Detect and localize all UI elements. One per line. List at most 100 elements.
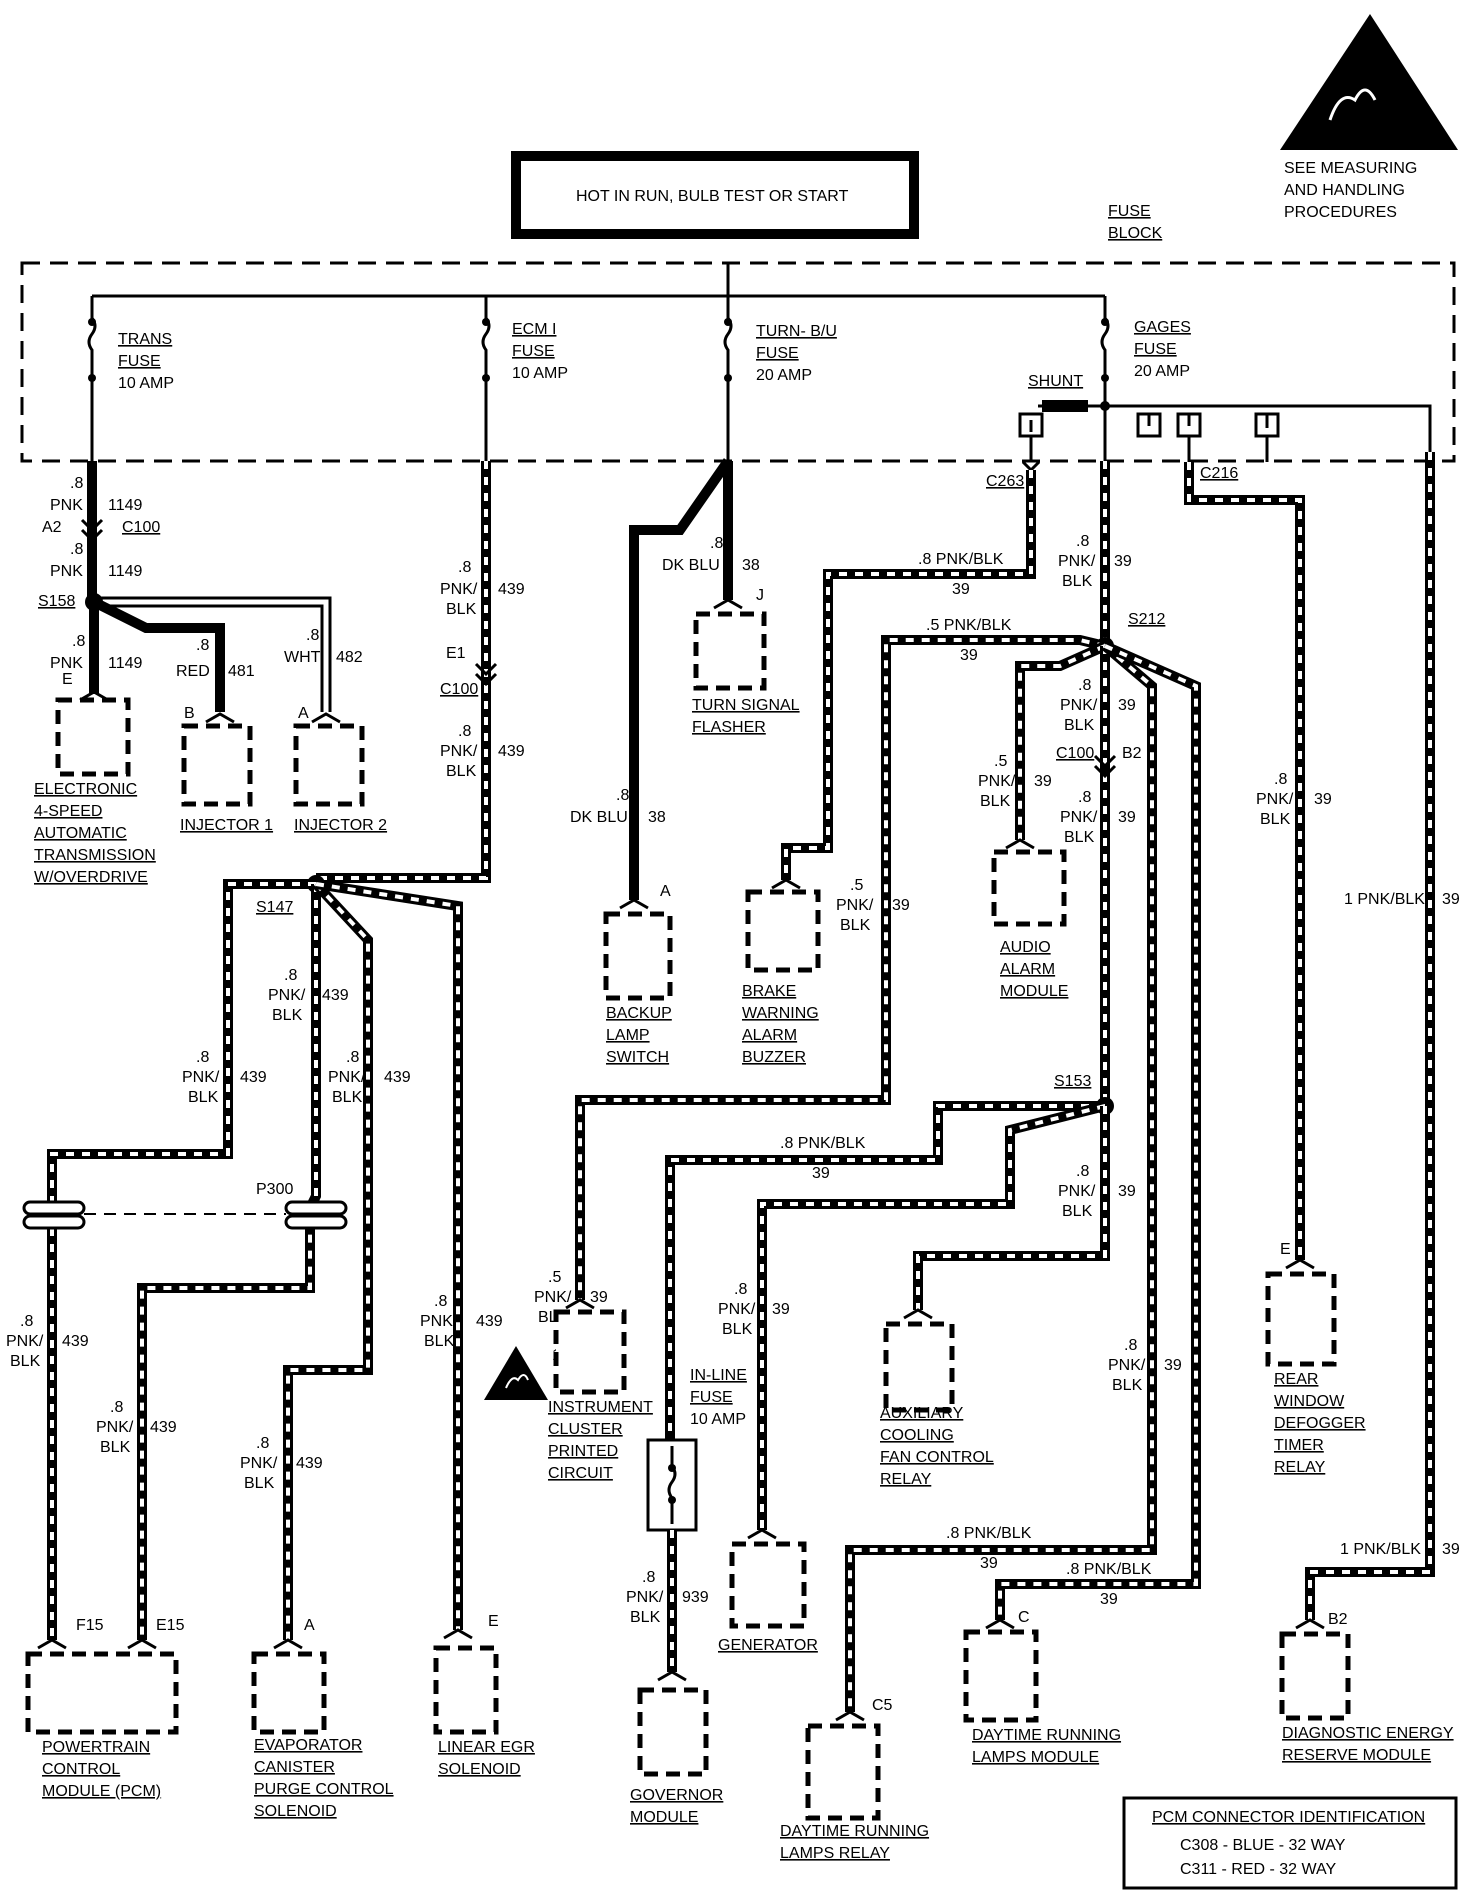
w-egr-color-a: PNK/ [420,1313,458,1330]
aux-label2: COOLING [880,1427,954,1444]
brake-label1: BRAKE [742,983,796,1000]
w-trans-gauge1: .8 [70,475,83,492]
w-trans-color1: PNK [50,497,83,514]
backup-label3: SWITCH [606,1049,669,1066]
instrument-cluster-component [553,1309,627,1395]
gov-label1: GOVERNOR [630,1787,723,1804]
pcm-pin-f15: F15 [76,1617,104,1634]
w-pcm2-gauge: .8 [110,1399,123,1416]
w-s212-color1a: PNK/ [1060,697,1098,714]
rear-label3: DEFOGGER [1274,1415,1366,1432]
rear-label5: RELAY [1274,1459,1326,1476]
backup-label1: BACKUP [606,1005,672,1022]
gages-fuse-label1: GAGES [1134,319,1191,336]
injector2-component [293,723,365,807]
w-gov-circuit: 39 [812,1165,830,1182]
drl-module-label1: DAYTIME RUNNING [972,1727,1121,1744]
wire-439-ecm-trunk [316,461,491,883]
wire-439-evap [283,880,373,1640]
w-inj2-color: WHT [284,649,321,666]
instr-label3: PRINTED [548,1443,618,1460]
wire-439-egr [315,879,463,1630]
audio-connector [1005,838,1035,850]
s158-label: S158 [38,593,75,610]
aux-connector [903,1308,933,1320]
aux-label1: AUXILIARY [880,1405,964,1422]
w-rear-circuit: 39 [1314,791,1332,808]
shunt-bus [1038,404,1432,452]
w-inj2-circuit: 482 [336,649,363,666]
drl-module-connector [985,1618,1015,1630]
pcm-f15-connector [37,1638,67,1650]
w-instr-color2a: PNK/ [836,897,874,914]
w-gov-label: .8 PNK/BLK [780,1135,866,1152]
w-egr-circuit: 439 [476,1313,503,1330]
wire-39-instrument [575,635,1107,1300]
w-rear-gauge: .8 [1274,771,1287,788]
fuse-block-label1: FUSE [1108,203,1151,220]
w-e15-color-a: PNK/ [328,1069,366,1086]
wire-39-governor [665,1101,1105,1440]
audio-label2: ALARM [1000,961,1055,978]
evap-label3: PURGE CONTROL [254,1781,394,1798]
w-backup-color: DK BLU [570,809,628,826]
w-f15-gauge: .8 [196,1049,209,1066]
etrans-component [55,697,131,777]
s153-label: S153 [1054,1073,1091,1090]
inj2-connector [311,712,341,724]
audio-label3: MODULE [1000,983,1068,1000]
turn-fuse-label3: 20 AMP [756,367,812,384]
w-evap-color-a: PNK/ [240,1455,278,1472]
evap-pin: A [304,1617,315,1634]
drl-relay-component [805,1723,881,1821]
turn-flasher-component [693,611,767,691]
injector1-component [181,723,253,807]
w-backup-gauge: .8 [616,787,629,804]
pcm-label3: MODULE (PCM) [42,1783,161,1800]
derm-label1: DIAGNOSTIC ENERGY [1282,1725,1454,1742]
turn-bu-fuse [723,296,733,461]
esd-warning-icon [1280,14,1458,150]
governor-connector [657,1670,687,1682]
w-s147-circuit1: 439 [322,987,349,1004]
c100-trans-label: C100 [122,519,160,536]
w-s212-circuit2: 39 [1118,809,1136,826]
turn-fuse-label2: FUSE [756,345,799,362]
w-ecm-circuit2: 439 [498,743,525,760]
w-instr-label: .5 PNK/BLK [926,617,1012,634]
w-drlr-color-b: BLK [1112,1377,1143,1394]
backup-label2: LAMP [606,1027,650,1044]
w-939-color-b: BLK [630,1609,661,1626]
inj1-label: INJECTOR 1 [180,817,273,834]
w-pcm2-circuit: 439 [150,1419,177,1436]
w-evap-circuit: 439 [296,1455,323,1472]
a2-label: A2 [42,519,62,536]
ecm-fuse-label1: ECM I [512,321,556,338]
w-e15-circuit: 439 [384,1069,411,1086]
pcm-id-title: PCM CONNECTOR IDENTIFICATION [1152,1809,1425,1826]
w-s212-circuit1: 39 [1118,697,1136,714]
w-trans-circuit2: 1149 [108,563,143,580]
rear-label4: TIMER [1274,1437,1324,1454]
pcm-id-line1: C308 - BLUE - 32 WAY [1180,1837,1346,1854]
derm-connector [1295,1618,1325,1630]
w-trans-gauge2: .8 [70,541,83,558]
w-audio-color-a: PNK/ [978,773,1016,790]
drl-module-label2: LAMPS MODULE [972,1749,1099,1766]
flasher-pin: J [756,587,764,604]
w-rear-color-b: BLK [1260,811,1291,828]
w-derm-circuit2: 39 [1442,1541,1460,1558]
wire-39-audio [1015,641,1108,840]
wire-39-rear-defogger [1184,462,1305,1260]
evap-connector [273,1638,303,1650]
aux-label3: FAN CONTROL [880,1449,994,1466]
etrans-label5: W/OVERDRIVE [34,869,148,886]
egr-label2: SOLENOID [438,1761,521,1778]
egr-connector [443,1628,473,1640]
evap-label1: EVAPORATOR [254,1737,362,1754]
pcm-label1: POWERTRAIN [42,1739,150,1756]
generator-component [729,1541,807,1629]
w-gages-color-a: PNK/ [1058,553,1096,570]
